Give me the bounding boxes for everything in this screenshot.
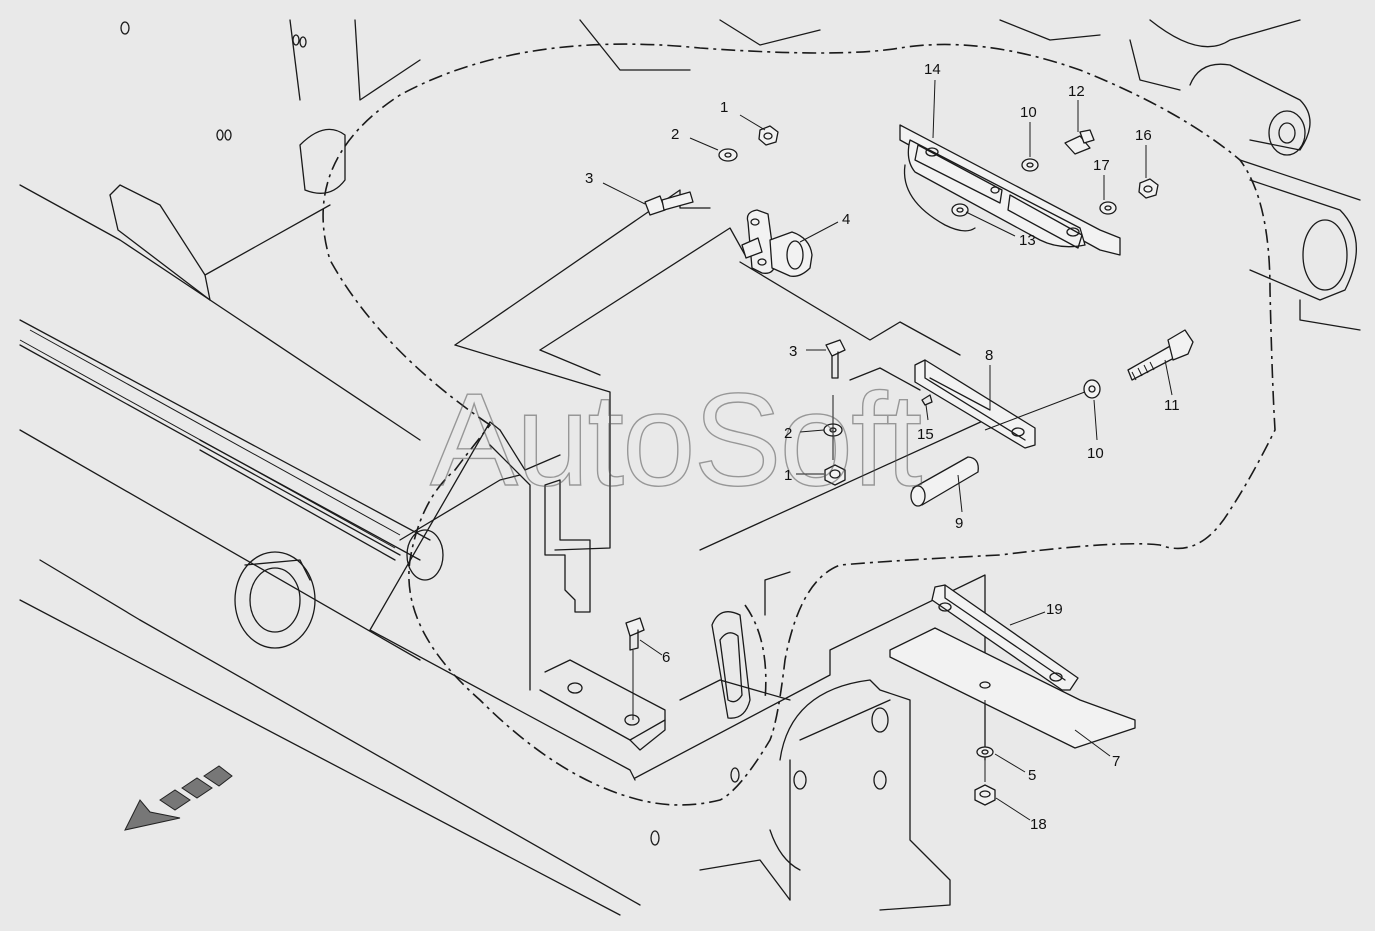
- callout-12: 12: [1068, 83, 1085, 100]
- assembly-line-pin: [984, 389, 1091, 431]
- bolt-12: [1064, 129, 1095, 155]
- washer-10-top: [1021, 158, 1039, 172]
- nut-18: [974, 784, 996, 806]
- guard-part-19: [931, 584, 1079, 691]
- callout-10-bottom: 10: [1087, 445, 1104, 462]
- plate-part-7: [889, 627, 1136, 749]
- plate-part-8: [914, 359, 1036, 449]
- callout-17: 17: [1093, 157, 1110, 174]
- callout-4: 4: [842, 211, 850, 228]
- callout-1-mid: 1: [784, 467, 792, 484]
- callout-14: 14: [924, 61, 941, 78]
- detail-boundary: [322, 43, 1276, 806]
- callout-19: 19: [1046, 601, 1063, 618]
- callout-5: 5: [1028, 767, 1036, 784]
- sleeve-part-9: [910, 456, 979, 507]
- callout-6: 6: [662, 649, 670, 666]
- nut-1-top: [758, 125, 779, 146]
- washer-10-bottom: [1083, 379, 1101, 399]
- callout-11: 11: [1164, 397, 1180, 414]
- callout-3-top: 3: [585, 170, 593, 187]
- callout-15: 15: [917, 426, 934, 443]
- bolt-3-top: [644, 191, 694, 216]
- callout-8: 8: [985, 347, 993, 364]
- callout-10-top: 10: [1020, 104, 1037, 121]
- bracket-part-14: [899, 124, 1121, 256]
- callout-18: 18: [1030, 816, 1047, 833]
- pin-15: [921, 394, 933, 406]
- callout-9: 9: [955, 515, 963, 532]
- callout-3-mid: 3: [789, 343, 797, 360]
- bolt-part-6: [625, 617, 645, 720]
- callout-7: 7: [1112, 753, 1120, 770]
- washer-13: [951, 203, 969, 217]
- washer-2-top: [718, 148, 738, 162]
- nut-1-mid: [824, 464, 846, 486]
- direction-arrow-icon: [124, 765, 233, 831]
- callout-2-top: 2: [671, 126, 679, 143]
- callouts: 1 2 3 4 3 2 1 14 10 12 16 17 13 8 15 11 …: [585, 61, 1180, 833]
- washer-5: [976, 746, 994, 758]
- nut-16: [1138, 178, 1159, 199]
- sensor-part-4: [741, 209, 813, 277]
- watermark: AutoSoft: [430, 366, 922, 513]
- callout-16: 16: [1135, 127, 1152, 144]
- callout-2-mid: 2: [784, 425, 792, 442]
- machine-frame: [19, 19, 1361, 916]
- leader-lines: [602, 79, 1173, 821]
- callout-13: 13: [1019, 232, 1036, 249]
- washer-17: [1099, 201, 1117, 215]
- bolt-part-11: [1127, 329, 1194, 381]
- callout-1-top: 1: [720, 99, 728, 116]
- bolt-3-mid: [825, 339, 846, 379]
